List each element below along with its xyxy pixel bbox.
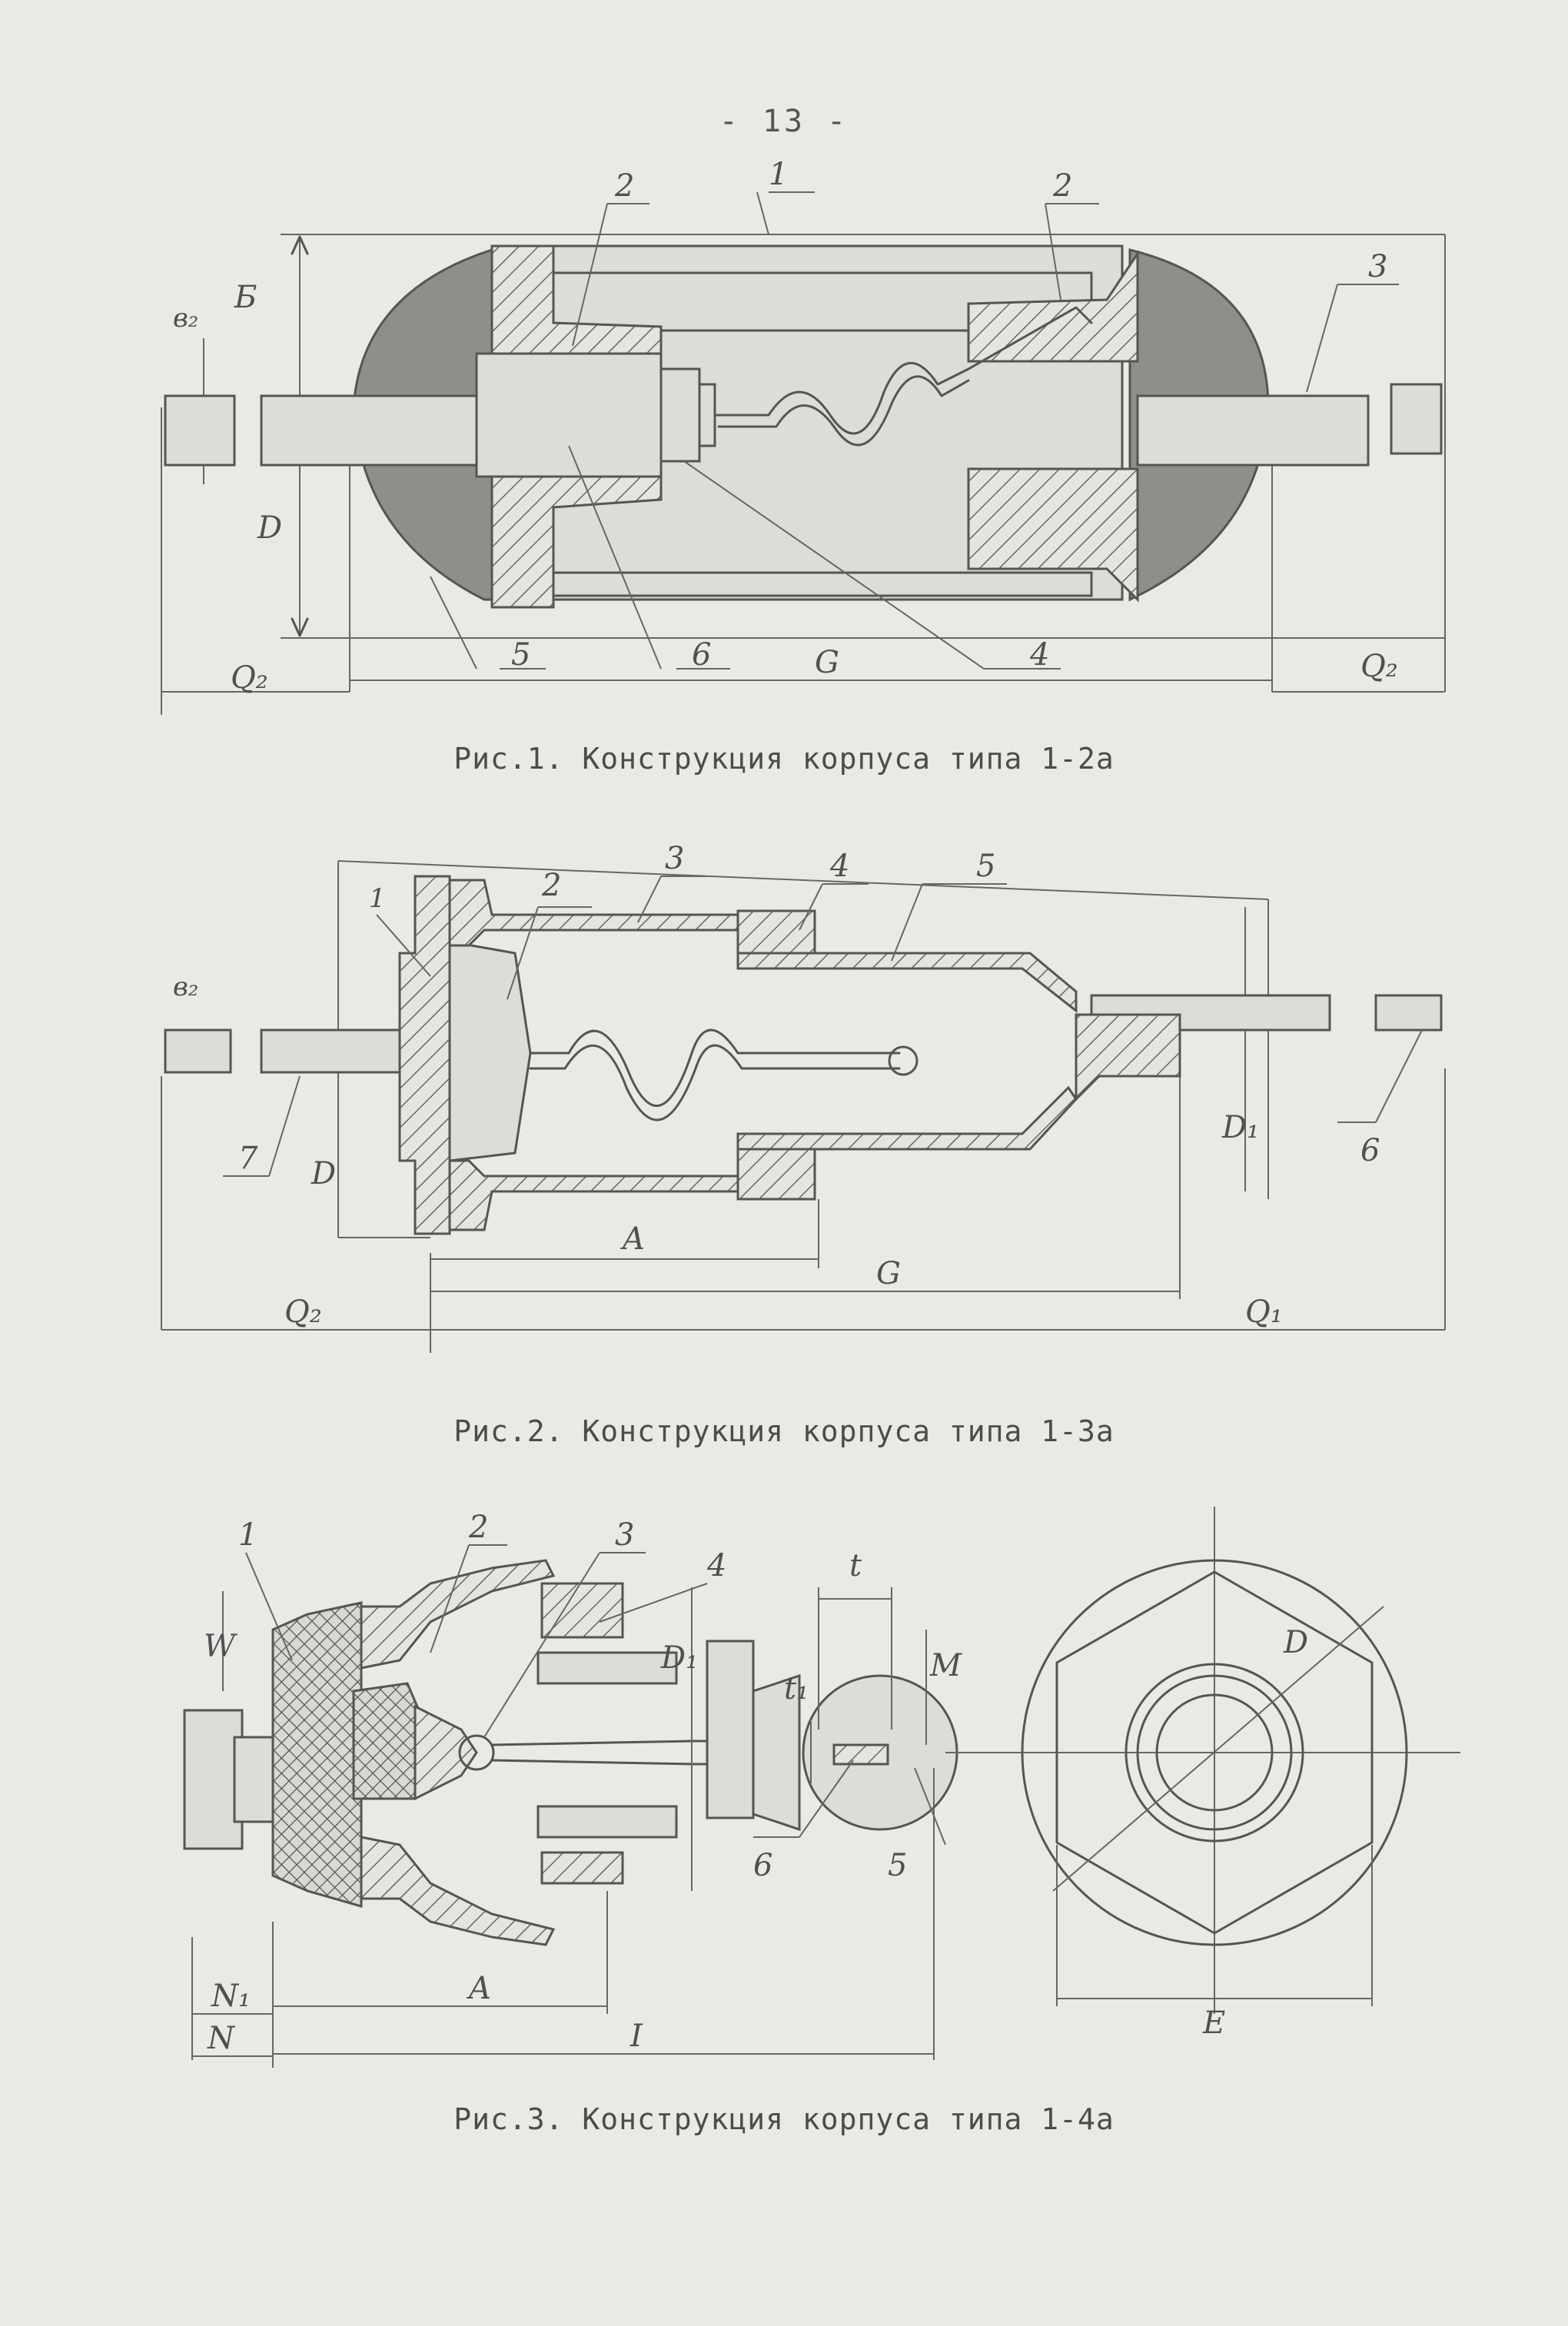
fig2-label-part6: 6 — [1360, 1133, 1380, 1168]
fig2-label-d1: D₁ — [1221, 1110, 1259, 1145]
fig2-label-q1: Q₁ — [1245, 1294, 1283, 1330]
fig2-label-part3: 3 — [665, 841, 684, 876]
fig1-label-b2: в₂ — [173, 303, 198, 334]
fig2-label-part5: 5 — [976, 849, 995, 884]
fig3-label-t1: t₁ — [784, 1671, 809, 1706]
figure-2-caption: Рис.2. Конструкция корпуса типа 1-3а — [453, 1414, 1115, 1448]
fig1-label-part2b: 2 — [1052, 168, 1072, 204]
fig1-label-part2a: 2 — [614, 168, 634, 204]
fig3-label-i: I — [630, 2019, 643, 2054]
fig2-label-a: A — [620, 1221, 645, 1257]
fig3-label-t: t — [849, 1548, 862, 1583]
fig3-label-d: D — [1283, 1625, 1308, 1660]
figure-1-caption: Рис.1. Конструкция корпуса типа 1-2а — [453, 742, 1115, 776]
fig1-label-q2-left: Q₂ — [231, 660, 268, 696]
fig3-label-w: W — [204, 1629, 238, 1664]
fig1-label-q2-right: Q₂ — [1360, 649, 1398, 684]
fig1-label-g: G — [815, 645, 839, 680]
fig3-label-e: E — [1202, 2005, 1225, 2041]
page-number: - 13 - — [719, 104, 849, 139]
figure-2-drawing: 1 2 3 4 5 6 7 в₂ D D₁ A G Q₁ Q₂ — [161, 841, 1446, 1353]
fig1-label-part6: 6 — [692, 637, 711, 673]
fig2-label-q2: Q₂ — [284, 1294, 322, 1330]
fig1-label-part3: 3 — [1368, 249, 1387, 284]
fig1-label-part5: 5 — [511, 637, 530, 673]
fig3-label-part4: 4 — [706, 1548, 726, 1583]
fig2-label-part7: 7 — [238, 1141, 258, 1176]
fig2-label-b2: в₂ — [173, 972, 198, 1002]
fig2-label-part2: 2 — [541, 868, 561, 903]
fig3-label-part5: 5 — [888, 1848, 907, 1883]
figure-3-drawing: 1 2 3 4 6 5 W D₁ t t₁ M N₁ N A I D E — [183, 1507, 1460, 2068]
fig2-label-d: D — [311, 1156, 336, 1191]
figure-1-drawing: 2 1 2 3 Б в₂ D 5 6 G 4 Q₂ Q₂ — [161, 157, 1446, 715]
fig1-label-part4: 4 — [1029, 637, 1049, 673]
fig2-label-g: G — [876, 1256, 901, 1291]
fig3-label-part1: 1 — [238, 1517, 257, 1553]
fig1-label-d: D — [257, 510, 282, 546]
fig2-label-part4: 4 — [829, 849, 849, 884]
fig3-label-part2: 2 — [468, 1510, 488, 1545]
figure-3-caption: Рис.3. Конструкция корпуса типа 1-4а — [453, 2102, 1115, 2136]
fig2-label-part1: 1 — [369, 883, 386, 914]
fig3-label-m: M — [929, 1648, 962, 1683]
fig3-label-part3: 3 — [615, 1517, 634, 1553]
fig1-label-b: Б — [234, 280, 257, 315]
fig3-label-a: A — [466, 1971, 491, 2006]
fig3-label-n: N — [207, 2021, 236, 2056]
fig1-label-part1: 1 — [769, 157, 788, 192]
fig3-label-n1: N₁ — [211, 1979, 251, 2014]
fig3-label-part6: 6 — [753, 1848, 772, 1883]
fig3-label-d1: D₁ — [660, 1640, 698, 1676]
